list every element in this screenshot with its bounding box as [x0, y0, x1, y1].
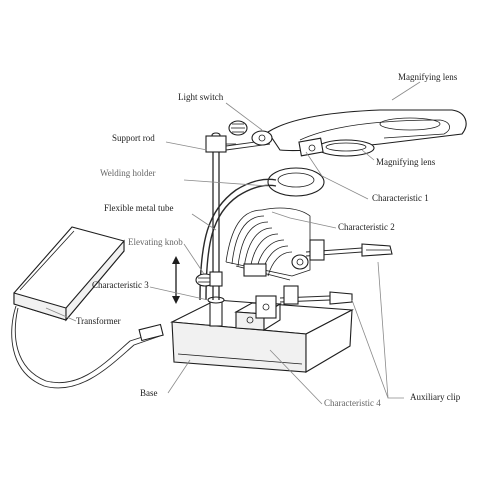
label-characteristic-4: Characteristic 4	[324, 398, 381, 408]
label-magnifying-lens-mid: Magnifying lens	[376, 157, 436, 167]
label-base: Base	[140, 388, 158, 398]
label-transformer: Transformer	[76, 316, 121, 326]
label-flexible-metal-tube: Flexible metal tube	[104, 203, 174, 213]
solder-coil-drawing	[225, 207, 311, 281]
transformer-drawing	[11, 226, 164, 389]
label-characteristic-1: Characteristic 1	[372, 193, 429, 203]
label-support-rod: Support rod	[112, 133, 155, 143]
label-auxiliary-clip: Auxiliary clip	[410, 392, 461, 402]
elevating-knob-drawing	[195, 271, 223, 287]
label-magnifying-lens-top: Magnifying lens	[398, 72, 458, 82]
label-light-switch: Light switch	[178, 92, 224, 102]
label-characteristic-3: Characteristic 3	[92, 280, 149, 290]
auxiliary-clip-drawing	[279, 239, 393, 305]
base-drawing	[170, 295, 354, 373]
welding-holder-drawing	[199, 167, 325, 301]
label-characteristic-2: Characteristic 2	[338, 222, 395, 232]
small-lens-drawing	[298, 137, 375, 157]
label-elevating-knob: Elevating knob	[128, 237, 183, 247]
height-arrows	[172, 256, 180, 304]
label-welding-holder: Welding holder	[100, 168, 156, 178]
leader-lines	[45, 81, 421, 405]
